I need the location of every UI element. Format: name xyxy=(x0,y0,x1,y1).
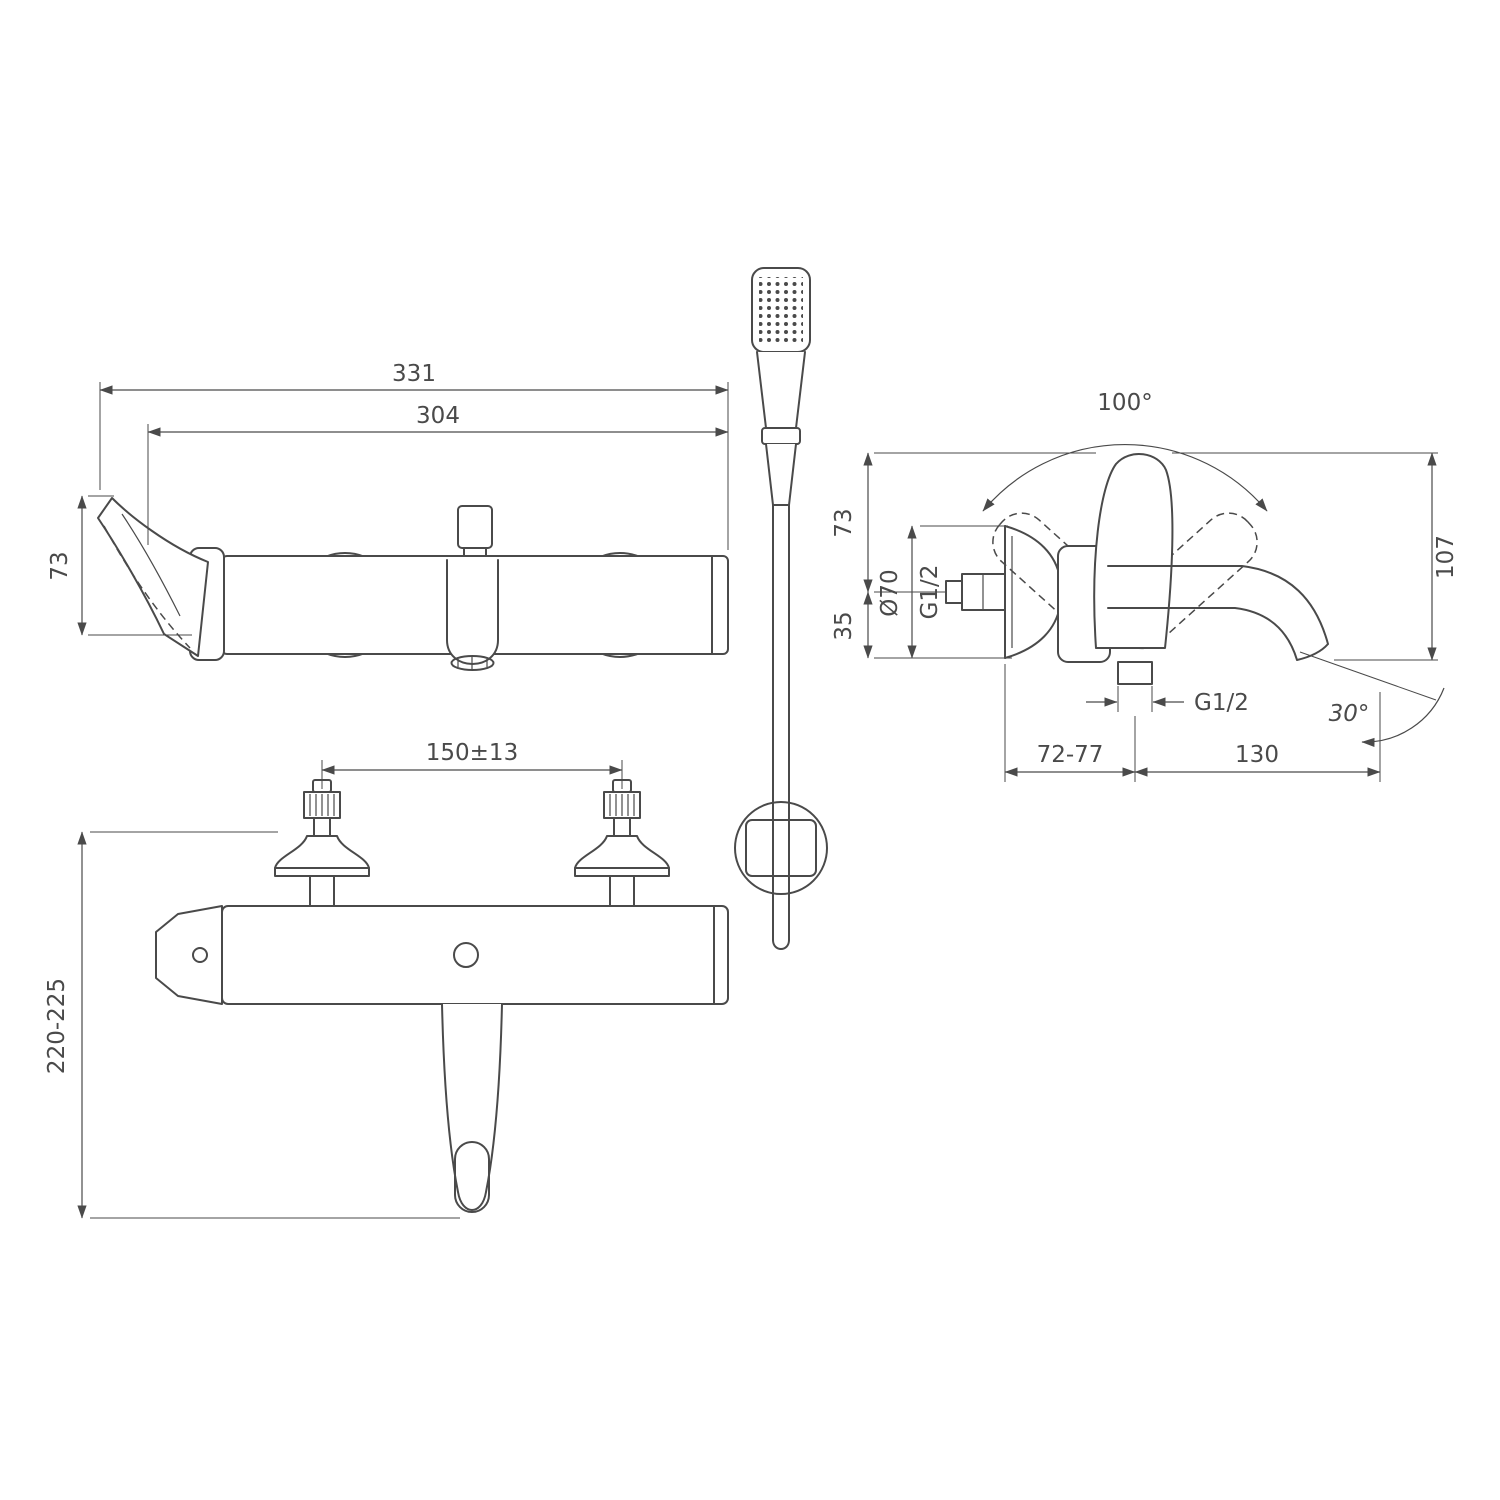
side-view xyxy=(945,452,1329,685)
hose-nut xyxy=(761,427,801,445)
end-cap-plan xyxy=(155,905,223,1005)
dim-front-body-width: 304 xyxy=(416,403,460,429)
dim-handle-swing-angle: 100° xyxy=(1097,390,1152,416)
diverter-knob xyxy=(457,505,493,557)
spout-side xyxy=(1107,565,1329,661)
dim-height-below-axis: 35 xyxy=(831,611,857,640)
dim-outlet-to-spout-tip: 130 xyxy=(1235,742,1279,768)
spout-angle-indicator: 30° xyxy=(1299,651,1445,748)
front-view xyxy=(97,497,729,671)
valve-right xyxy=(574,779,670,907)
handle-position-right-dashed xyxy=(1112,512,1258,650)
dim-inlet-thread: G1/2 xyxy=(917,565,943,620)
dim-height-above-axis: 73 xyxy=(831,508,857,537)
dim-front-handle-height: 73 xyxy=(47,551,73,580)
spout-front xyxy=(446,559,499,671)
plan-view xyxy=(155,779,729,1213)
side-dimensions: 100° 73 35 Ø70 G1/2 107 G1/2 72-77 130 xyxy=(831,390,1459,782)
valve-left xyxy=(274,779,370,907)
end-cap-detail xyxy=(192,947,208,963)
hose-holder-bracket xyxy=(745,819,817,877)
dim-spout-angle: 30° xyxy=(1329,701,1370,727)
hand-shower xyxy=(734,267,828,950)
spray-face xyxy=(759,277,803,344)
mixer-body-plan xyxy=(221,905,729,1005)
inlet-nipple xyxy=(945,573,1006,611)
shower-neck xyxy=(756,351,806,429)
shower-hose xyxy=(772,504,790,950)
spout-plan xyxy=(441,1003,503,1213)
hose-holder-ring xyxy=(734,801,828,895)
wall-escutcheon-side xyxy=(1004,525,1061,659)
diverter-plan xyxy=(453,942,479,968)
lever-handle-side xyxy=(1093,452,1174,649)
aerator xyxy=(450,655,495,671)
dim-overall-depth: 220-225 xyxy=(44,978,70,1074)
hose-cone xyxy=(765,443,797,506)
plan-dimensions: 150±13 220-225 xyxy=(44,740,623,1219)
dim-inlet-centers: 150±13 xyxy=(426,740,518,766)
dim-outlet-thread: G1/2 xyxy=(1194,690,1249,716)
dim-wall-to-outlet: 72-77 xyxy=(1037,742,1104,768)
outlet-nut xyxy=(1117,661,1153,685)
dim-spout-height: 107 xyxy=(1433,535,1459,579)
front-dimensions: 331 304 73 xyxy=(47,361,729,636)
swing-arc xyxy=(982,444,1268,512)
lever-handle-front xyxy=(97,497,225,661)
dim-escutcheon-diameter: Ø70 xyxy=(877,569,903,616)
dim-front-overall-width: 331 xyxy=(392,361,436,387)
